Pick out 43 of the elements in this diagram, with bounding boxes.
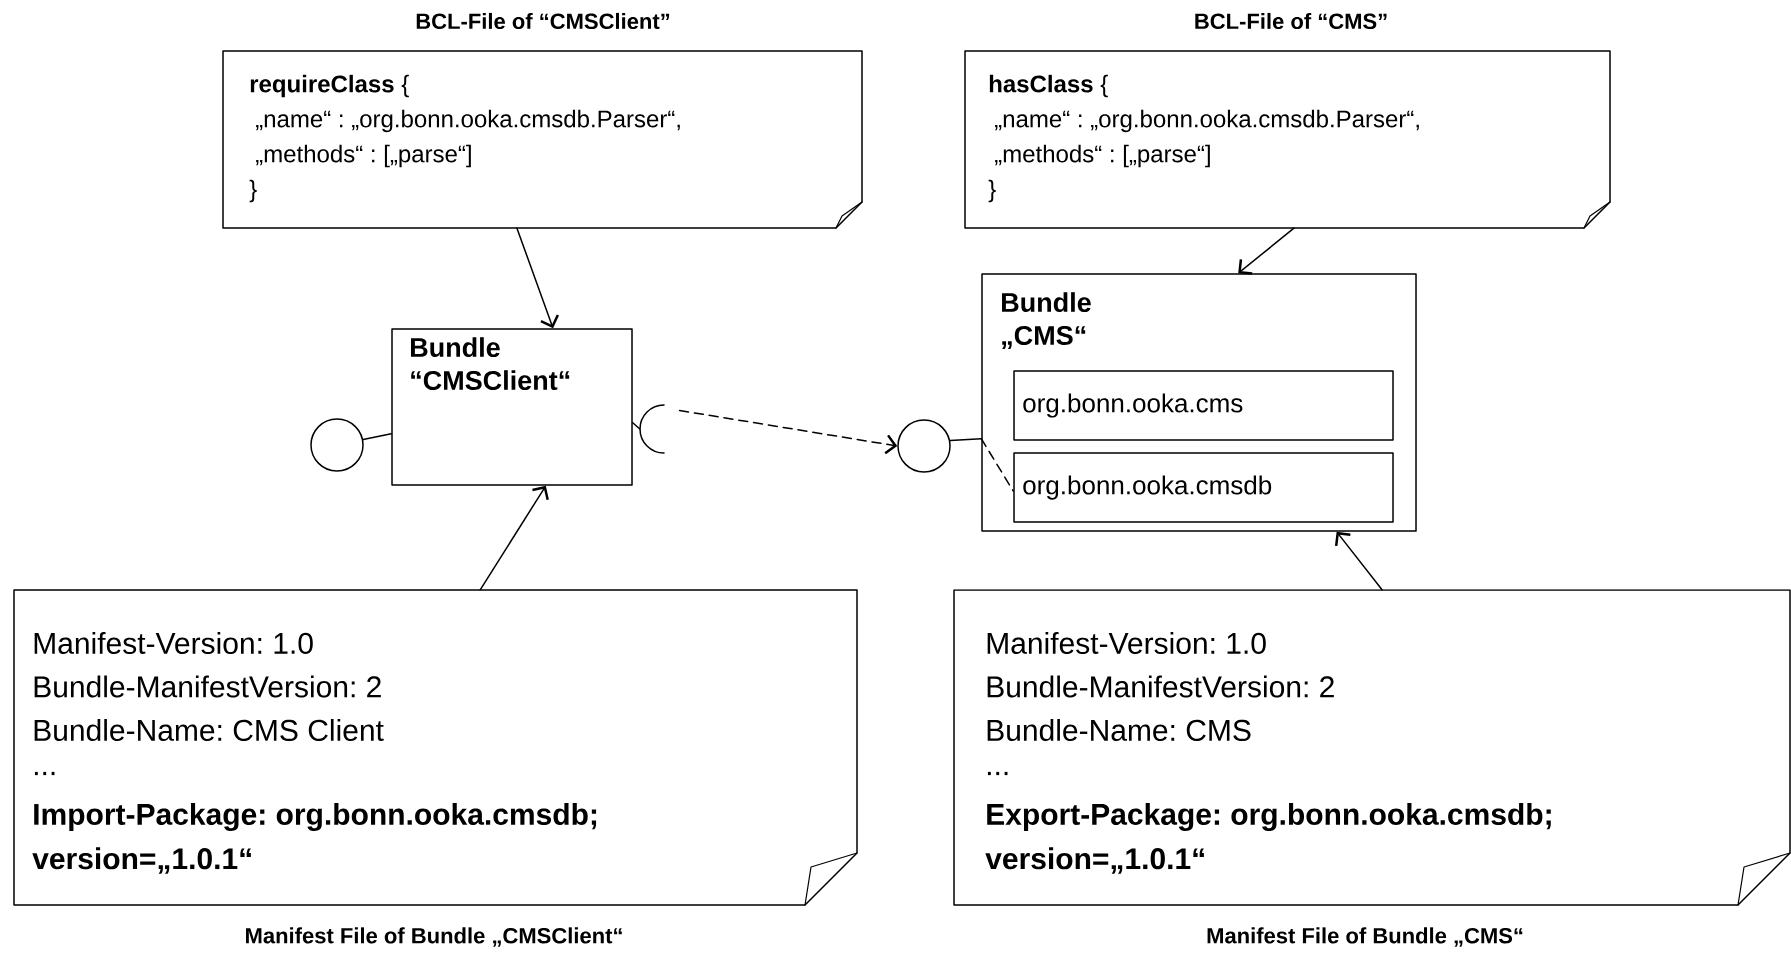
arrow bbox=[1238, 227, 1295, 275]
node-label: } bbox=[988, 179, 996, 203]
node-label: Bundle-ManifestVersion: 2 bbox=[987, 675, 1334, 698]
node-label: hasClass { bbox=[989, 74, 1108, 98]
arrow bbox=[479, 485, 549, 591]
node-label: requireClass { bbox=[250, 74, 409, 98]
interface-circle bbox=[310, 418, 364, 472]
node-label: } bbox=[249, 179, 257, 203]
connector-line bbox=[949, 437, 982, 442]
node-label: Bundle-Name: CMS Client bbox=[34, 719, 384, 742]
node-label: „name“ : „org.bonn.ooka.cmsdb.Parser“, bbox=[995, 109, 1419, 133]
package-box: org.bonn.ooka.cms bbox=[1013, 370, 1394, 441]
arrow bbox=[678, 409, 898, 455]
note: Manifest-Version: 1.0 Bundle-ManifestVersion: 2 Bundle-Name: CMS Client ... Import-Package: org.bonn.ooka.cmsdb; version=„1.0.1“ bbox=[13, 589, 858, 906]
node-label: „name“ : „org.bonn.ooka.cmsdb.Parser“, bbox=[256, 109, 680, 133]
node-label: ... bbox=[34, 771, 55, 776]
interface-circle bbox=[897, 419, 951, 473]
node-label: Bundle-Name: CMS bbox=[987, 719, 1251, 742]
node-label: „methods“ : [„parse“] bbox=[256, 144, 471, 168]
node-label: Import-Package: org.bonn.ooka.cmsdb; bbox=[34, 802, 597, 832]
socket-arc bbox=[639, 404, 665, 454]
note: requireClass { „name“ : „org.bonn.ooka.cmsdb.Parser“, „methods“ : [„parse“] } bbox=[222, 50, 863, 229]
node-label: „methods“ : [„parse“] bbox=[995, 144, 1210, 168]
note-title: Manifest File of Bundle „CMS“ bbox=[1207, 927, 1523, 947]
connector-line bbox=[632, 422, 641, 430]
note: hasClass { „name“ : „org.bonn.ooka.cmsdb.Parser“, „methods“ : [„parse“] } bbox=[964, 50, 1611, 229]
connector-line bbox=[980, 437, 1014, 492]
node-label: version=„1.0.1“ bbox=[985, 847, 1204, 874]
note-title: BCL-File of “CMSClient” bbox=[416, 12, 670, 30]
node-label: Bundle-ManifestVersion: 2 bbox=[34, 675, 381, 698]
node-label: Manifest-Version: 1.0 bbox=[34, 632, 313, 655]
package-box: org.bonn.ooka.cmsdb bbox=[1013, 452, 1394, 523]
node-label: Manifest-Version: 1.0 bbox=[987, 632, 1266, 655]
note: Manifest-Version: 1.0 Bundle-ManifestVersion: 2 Bundle-Name: CMS ... Export-Package: org.bonn.ooka.cmsdb; version=„1.0.1“ bbox=[953, 589, 1791, 906]
node-label: Export-Package: org.bonn.ooka.cmsdb; bbox=[987, 802, 1551, 832]
bundle-box: Bundle “CMSClient“ bbox=[391, 328, 633, 486]
arrow bbox=[1334, 531, 1383, 591]
node-label: ... bbox=[987, 771, 1008, 776]
note-title: Manifest File of Bundle „CMSClient“ bbox=[246, 927, 622, 947]
node-label: version=„1.0.1“ bbox=[32, 847, 251, 874]
arrow bbox=[516, 227, 559, 329]
connector-line bbox=[362, 433, 392, 441]
note-title: BCL-File of “CMS” bbox=[1195, 12, 1387, 30]
